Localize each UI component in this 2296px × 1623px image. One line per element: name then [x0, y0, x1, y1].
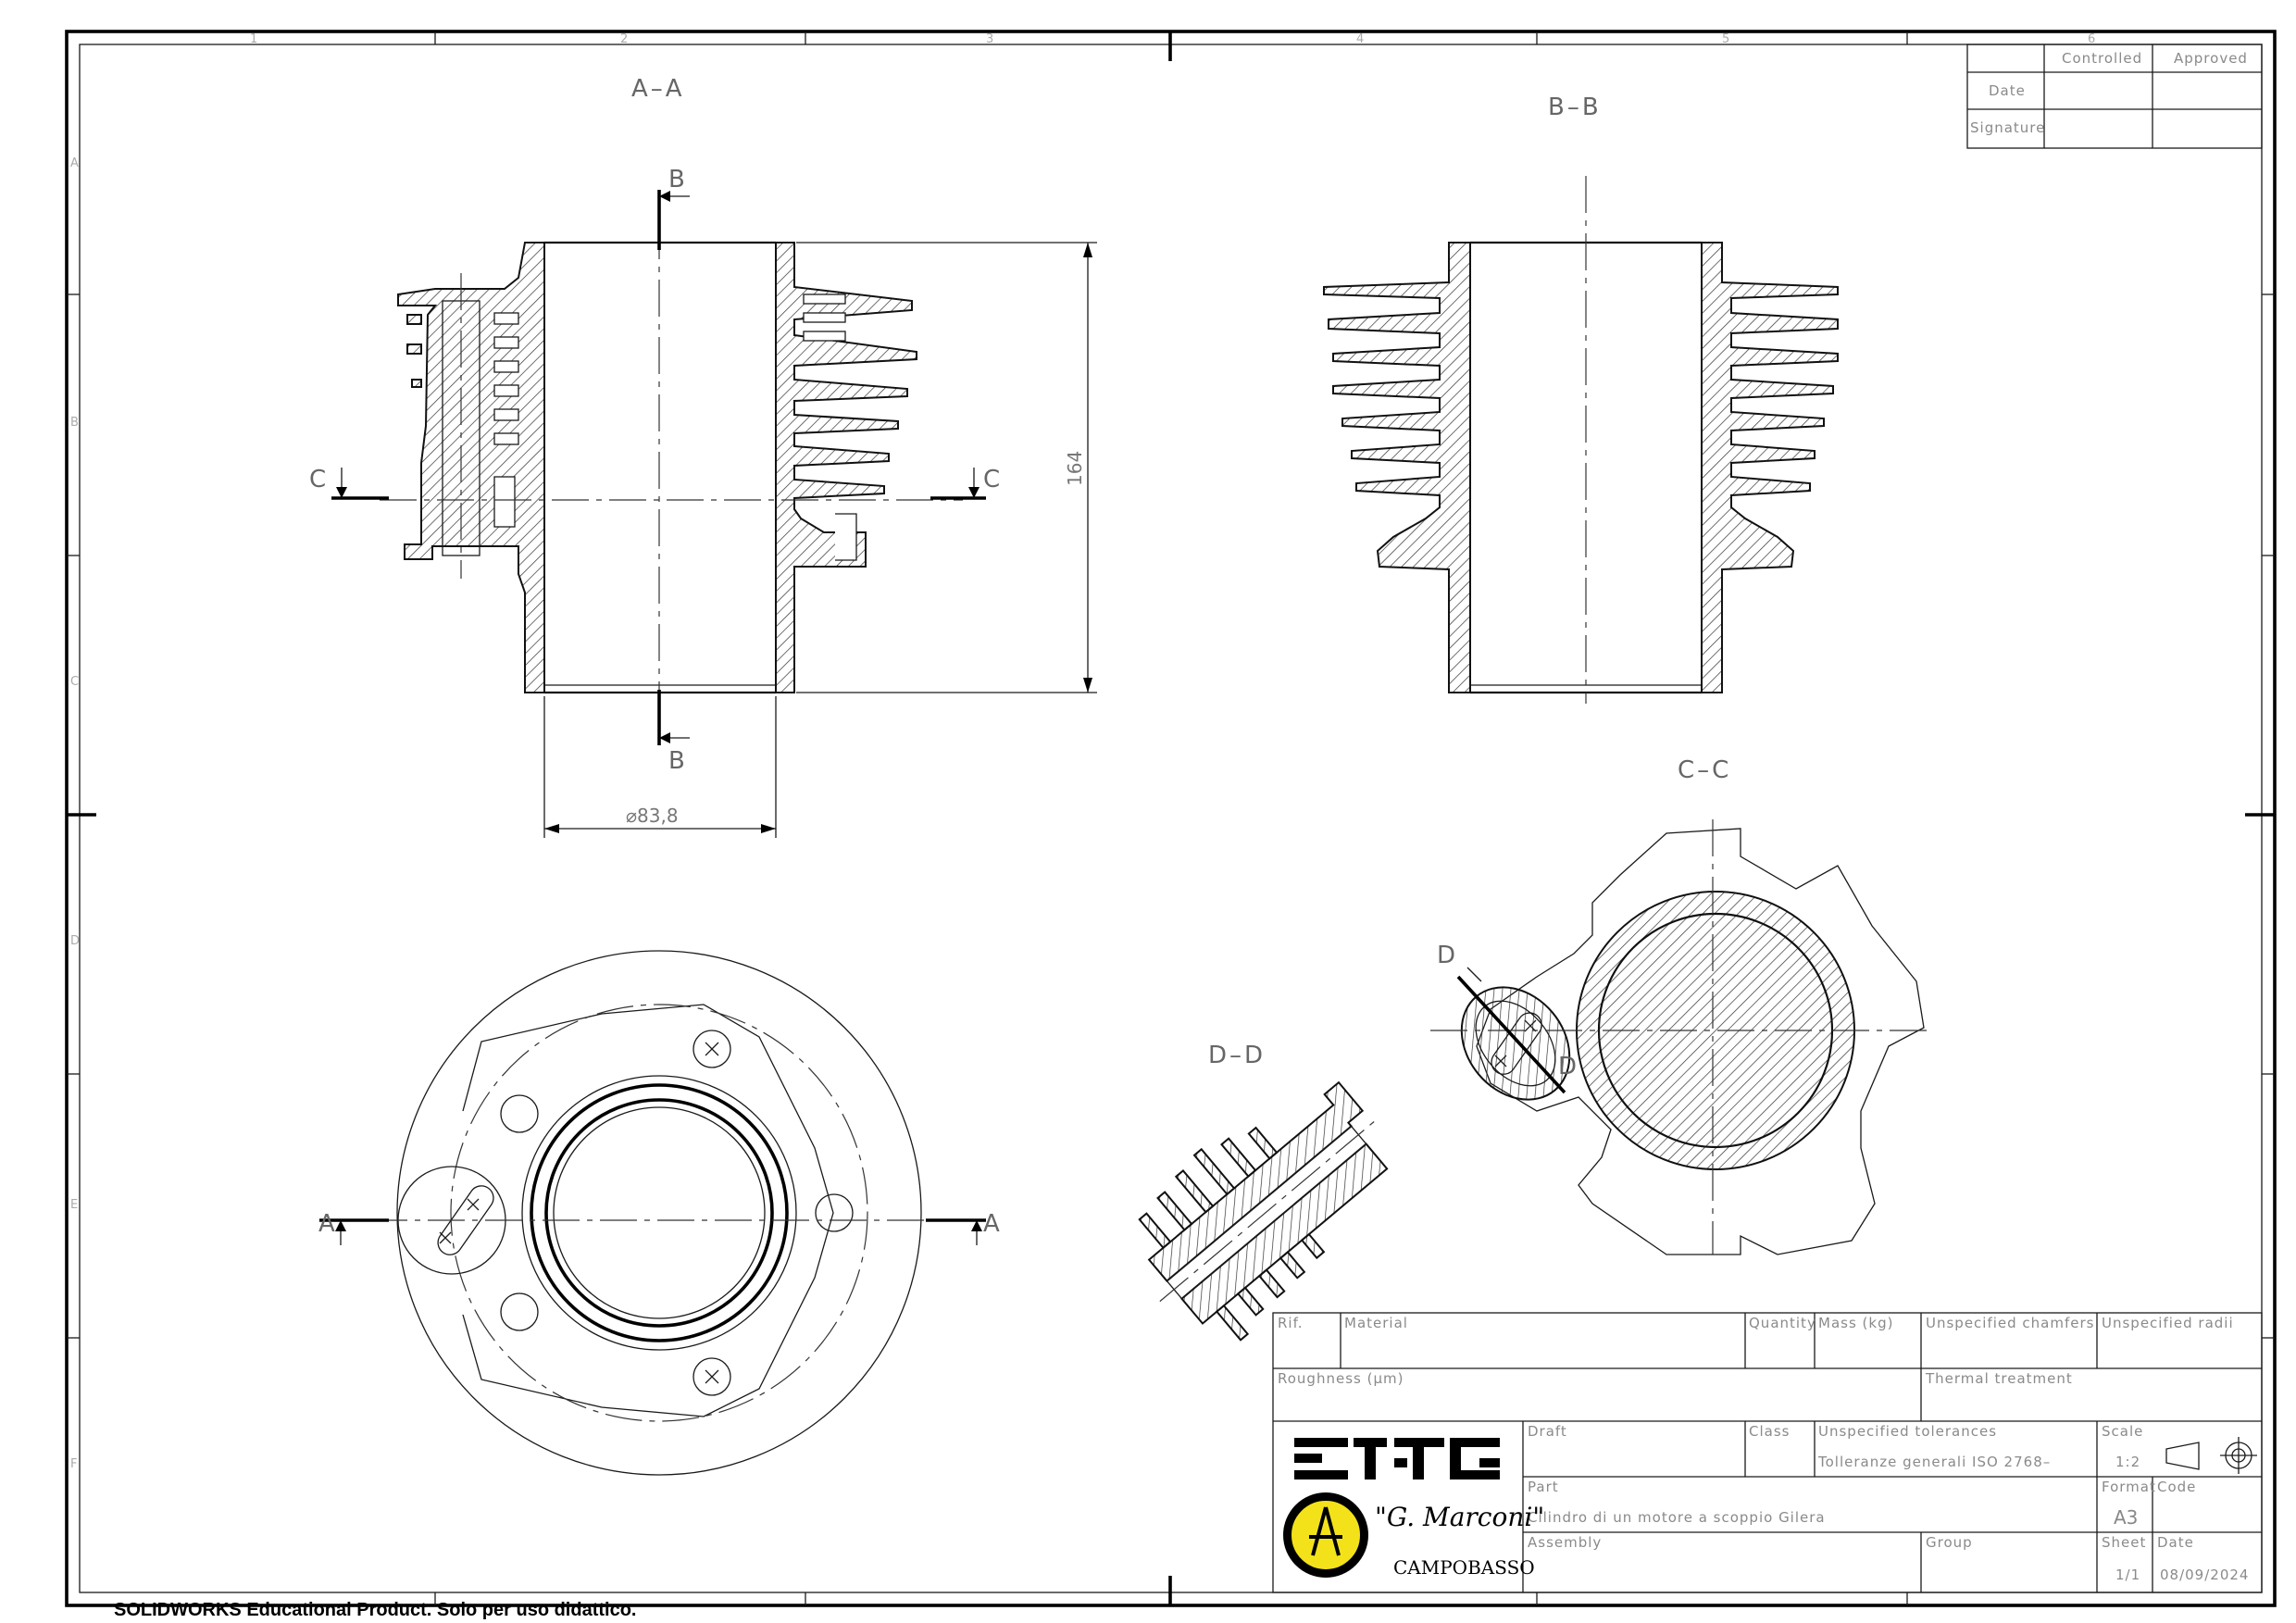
- outer-frame: [65, 30, 2277, 1607]
- tb-chamfers: Unspecified chamfers: [1926, 1315, 2094, 1331]
- aa-left-wall: [397, 242, 545, 693]
- zone-col-5: 5: [1722, 32, 1729, 46]
- section-dd: D–D: [1138, 1042, 1389, 1342]
- school-seal-icon: [1283, 1492, 1368, 1578]
- tb-mass: Mass (kg): [1818, 1315, 1893, 1331]
- tb-scale: Scale: [2102, 1423, 2143, 1440]
- section-aa: A–A: [309, 75, 1097, 838]
- approval-date: Date: [1989, 82, 2026, 99]
- zone-col-3: 3: [986, 32, 993, 46]
- aa-right-wall-fins: [775, 242, 917, 693]
- tb-code: Code: [2157, 1479, 2196, 1495]
- tb-draft: Draft: [1528, 1423, 1567, 1440]
- zone-labels: 1 2 3 4 5 6 A B C D E F: [70, 32, 2095, 1471]
- section-bb: B–B: [1323, 94, 1839, 704]
- section-bb-title: B–B: [1548, 94, 1602, 121]
- zone-row-c: C: [70, 675, 79, 689]
- tb-thermal: Thermal treatment: [1925, 1370, 2073, 1387]
- cut-d-bottom: D: [1558, 1053, 1579, 1080]
- zone-row-f: F: [70, 1457, 77, 1471]
- zone-col-6: 6: [2088, 32, 2095, 46]
- tb-class: Class: [1749, 1423, 1790, 1440]
- zone-col-1: 1: [250, 32, 257, 46]
- school-city: CAMPOBASSO: [1393, 1556, 1535, 1579]
- cut-c-right: C: [983, 466, 1003, 493]
- zone-col-2: 2: [620, 32, 628, 46]
- tb-material: Material: [1344, 1315, 1408, 1331]
- tb-part: Part: [1528, 1479, 1559, 1495]
- tb-assembly: Assembly: [1528, 1534, 1602, 1551]
- projection-symbol-icon: [2165, 1437, 2257, 1474]
- tb-scale-value: 1:2: [2115, 1454, 2140, 1470]
- approval-signature: Signature: [1970, 119, 2045, 136]
- zone-row-e: E: [70, 1198, 78, 1212]
- tb-tolerances-value: Tolleranze generali ISO 2768–: [1817, 1454, 2051, 1470]
- school-name: "G. Marconi": [1375, 1502, 1544, 1532]
- dimension-height: 164: [1064, 451, 1086, 486]
- bb-left-wall-fins: [1323, 242, 1471, 693]
- section-cc-title: C–C: [1678, 756, 1731, 784]
- tb-format-value: A3: [2114, 1506, 2138, 1529]
- zone-row-b: B: [70, 416, 79, 430]
- tb-date: Date: [2157, 1534, 2194, 1551]
- cut-b-top: B: [668, 166, 688, 194]
- zone-row-a: A: [70, 156, 79, 170]
- itis-logo: [1294, 1438, 1500, 1479]
- centering-marks: [67, 31, 2275, 1605]
- section-cc: C–C D D: [1430, 756, 1930, 1255]
- tb-quantity: Quantity: [1749, 1315, 1816, 1331]
- cut-a-left: A: [318, 1210, 338, 1238]
- tb-date-value: 08/09/2024: [2160, 1567, 2249, 1583]
- section-dd-title: D–D: [1208, 1042, 1266, 1069]
- title-block: Rif. Material Quantity Mass (kg) Unspeci…: [1272, 1312, 2263, 1593]
- cc-outline: [1476, 828, 1925, 1255]
- section-aa-title: A–A: [631, 75, 685, 103]
- tb-rif: Rif.: [1278, 1315, 1304, 1331]
- approval-block: Controlled Approved Date Signature: [1966, 44, 2263, 149]
- inner-frame: [79, 44, 2263, 1593]
- cut-a-right: A: [983, 1210, 1003, 1238]
- tb-radii: Unspecified radii: [2102, 1315, 2234, 1331]
- tb-part-value: Cilindro di un motore a scoppio Gilera: [1528, 1509, 1826, 1526]
- tb-format: Format: [2102, 1479, 2156, 1495]
- tb-group: Group: [1926, 1534, 1973, 1551]
- approval-controlled: Controlled: [2062, 50, 2142, 67]
- dimension-bore: ⌀83,8: [626, 805, 679, 827]
- tb-roughness: Roughness (μm): [1278, 1370, 1404, 1387]
- plan-view: A A: [318, 950, 1003, 1476]
- bb-right-wall-fins: [1701, 242, 1839, 693]
- tb-sheet-value: 1/1: [2115, 1567, 2140, 1583]
- cut-b-bottom: B: [668, 747, 688, 775]
- cut-c-left: C: [309, 466, 329, 493]
- tb-sheet: Sheet: [2102, 1534, 2146, 1551]
- edu-notice: SOLIDWORKS Educational Product. Solo per…: [114, 1600, 636, 1620]
- zone-row-d: D: [70, 934, 80, 948]
- cut-d-top: D: [1437, 942, 1458, 969]
- zone-col-4: 4: [1356, 32, 1364, 46]
- approval-approved: Approved: [2174, 50, 2248, 67]
- zone-ticks: [67, 31, 2275, 1605]
- tb-tolerances: Unspecified tolerances: [1818, 1423, 1997, 1440]
